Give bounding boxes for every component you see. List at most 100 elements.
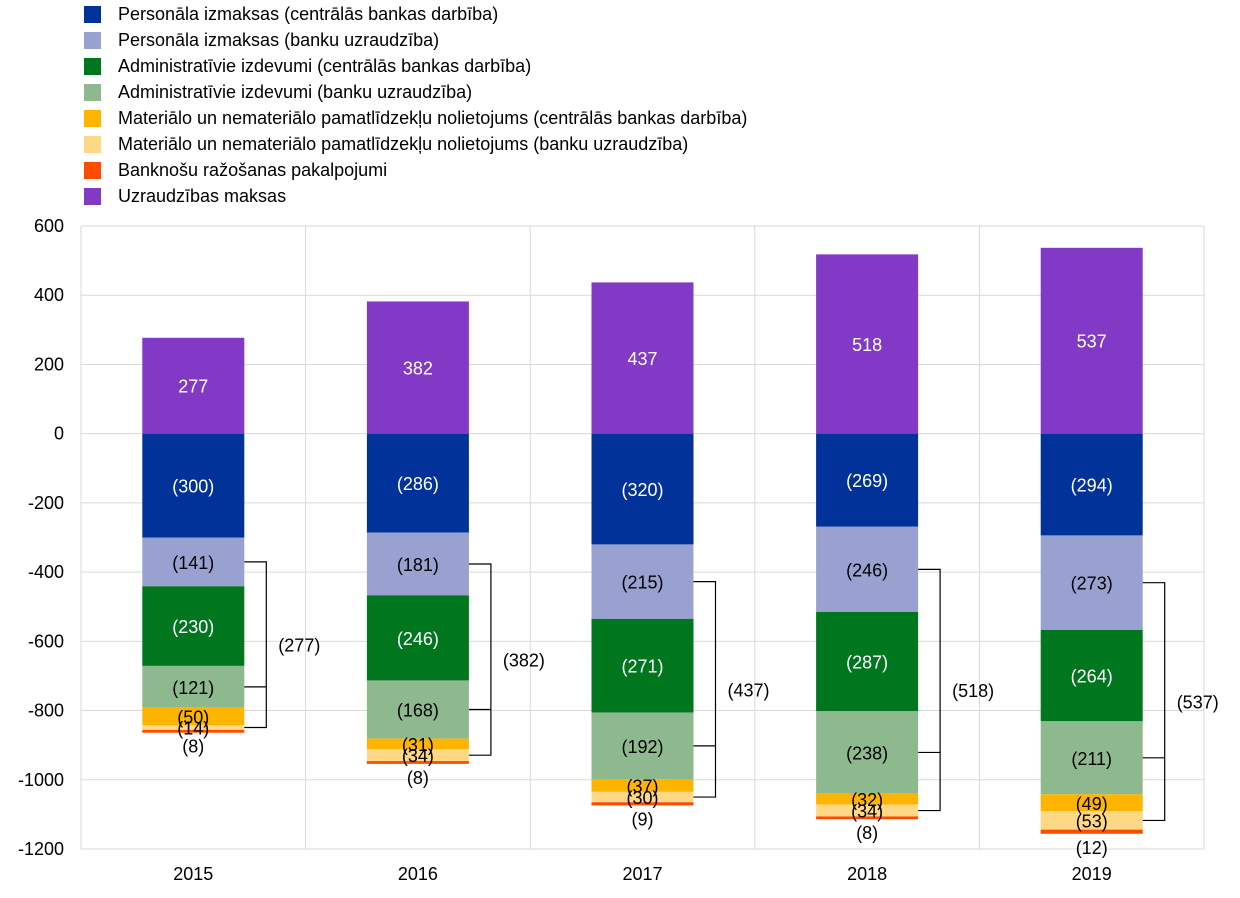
y-tick-label: -1200: [18, 839, 64, 859]
data-label: (31): [402, 735, 434, 755]
x-tick-label: 2016: [398, 864, 438, 884]
bracket-total-label: (537): [1177, 693, 1219, 713]
bar-segment: [816, 526, 919, 612]
y-tick-label: 0: [54, 424, 64, 444]
bar-segment: [591, 544, 694, 619]
bar-segment: [142, 433, 245, 538]
data-label: 437: [627, 349, 657, 369]
bar-segment: [1040, 433, 1143, 536]
bar-segment: [1040, 629, 1143, 722]
data-label: (211): [1071, 749, 1112, 769]
data-label: (121): [172, 678, 214, 698]
bracket-total-label: (382): [503, 651, 545, 671]
bar-segment: [142, 665, 245, 708]
data-label: (49): [1076, 794, 1108, 814]
bar-segment-supervisory-fees: [816, 254, 919, 434]
y-tick-label: 400: [34, 285, 64, 305]
y-tick-label: 600: [34, 216, 64, 236]
y-tick-label: -800: [28, 701, 64, 721]
legend-swatch: [84, 84, 101, 101]
legend-label: Uzraudzības maksas: [118, 186, 287, 206]
data-label: (286): [397, 474, 439, 494]
legend-label: Banknošu ražošanas pakalpojumi: [118, 160, 388, 180]
data-label: (246): [846, 560, 888, 580]
data-label: (32): [851, 790, 883, 810]
bar-segment: [816, 816, 919, 820]
data-label: (8): [856, 823, 878, 843]
bracket-total-label: (437): [728, 680, 770, 700]
data-label: (8): [407, 768, 429, 788]
bar-segment: [816, 433, 919, 527]
y-tick-label: -1000: [18, 770, 64, 790]
legend-label: Personāla izmaksas (centrālās bankas dar…: [118, 4, 499, 24]
legend-label: Personāla izmaksas (banku uzraudzība): [118, 30, 440, 50]
bar-segment: [366, 680, 469, 739]
data-label: (300): [172, 477, 214, 497]
bar-segment: [142, 537, 245, 587]
legend-swatch: [84, 188, 101, 205]
data-label: (269): [846, 471, 888, 491]
bar-segment: [591, 433, 694, 545]
bar-segment: [816, 711, 919, 794]
bracket-line: [468, 563, 492, 756]
data-label: (238): [846, 743, 888, 763]
data-label: (8): [182, 737, 204, 757]
data-label: 537: [1077, 332, 1107, 352]
y-tick-label: -600: [28, 631, 64, 651]
x-tick-label: 2019: [1072, 864, 1112, 884]
bar-segment: [1040, 794, 1143, 812]
bar-segment: [591, 712, 694, 780]
data-label: (53): [1076, 811, 1108, 831]
data-label: (215): [621, 573, 663, 593]
legend-swatch: [84, 110, 101, 127]
data-label: (192): [621, 737, 663, 757]
data-label: (320): [621, 480, 663, 500]
x-tick-label: 2017: [622, 864, 662, 884]
data-label: (264): [1071, 667, 1113, 687]
data-label: (141): [172, 553, 214, 573]
data-label: (12): [1076, 838, 1108, 858]
bar-segment: [1040, 721, 1143, 795]
legend-swatch: [84, 58, 101, 75]
data-label: (34): [851, 802, 883, 822]
data-label: 277: [178, 377, 208, 397]
bar-segment: [142, 707, 245, 726]
bar-segment-supervisory-fees: [1040, 247, 1143, 434]
legend-label: Materiālo un nemateriālo pamatlīdzekļu n…: [118, 134, 689, 154]
y-tick-label: 200: [34, 354, 64, 374]
bar-segment-supervisory-fees: [142, 337, 245, 434]
bar-segment: [366, 761, 469, 764]
data-label: (34): [402, 746, 434, 766]
bracket-line: [918, 568, 941, 812]
data-label: (14): [177, 719, 209, 739]
data-label: (181): [397, 555, 439, 575]
data-label: (50): [177, 707, 209, 727]
legend-label: Administratīvie izdevumi (centrālās bank…: [118, 56, 532, 76]
data-label: (230): [172, 617, 214, 637]
bar-segment: [591, 618, 694, 713]
bracket-total-label: (518): [952, 681, 994, 701]
bar-segment: [1040, 535, 1143, 630]
bar-segment: [1040, 829, 1143, 834]
bar-segment: [816, 804, 919, 817]
data-label: (37): [626, 776, 658, 796]
data-label: 518: [852, 335, 882, 355]
data-label: (30): [626, 788, 658, 808]
bar-segment: [591, 802, 694, 806]
legend-swatch: [84, 162, 101, 179]
data-label: (9): [632, 809, 654, 829]
legend-swatch: [84, 32, 101, 49]
data-label: (273): [1071, 574, 1113, 594]
bar-segment: [591, 779, 694, 792]
bar-segment: [366, 433, 469, 533]
data-label: (294): [1071, 476, 1113, 496]
bar-segment: [142, 586, 245, 666]
y-tick-label: -400: [28, 562, 64, 582]
bar-segment: [142, 729, 245, 733]
legend-swatch: [84, 136, 101, 153]
bar-segment: [366, 532, 469, 596]
y-tick-label: -200: [28, 493, 64, 513]
data-label: (168): [397, 701, 439, 721]
legend-swatch: [84, 6, 101, 23]
